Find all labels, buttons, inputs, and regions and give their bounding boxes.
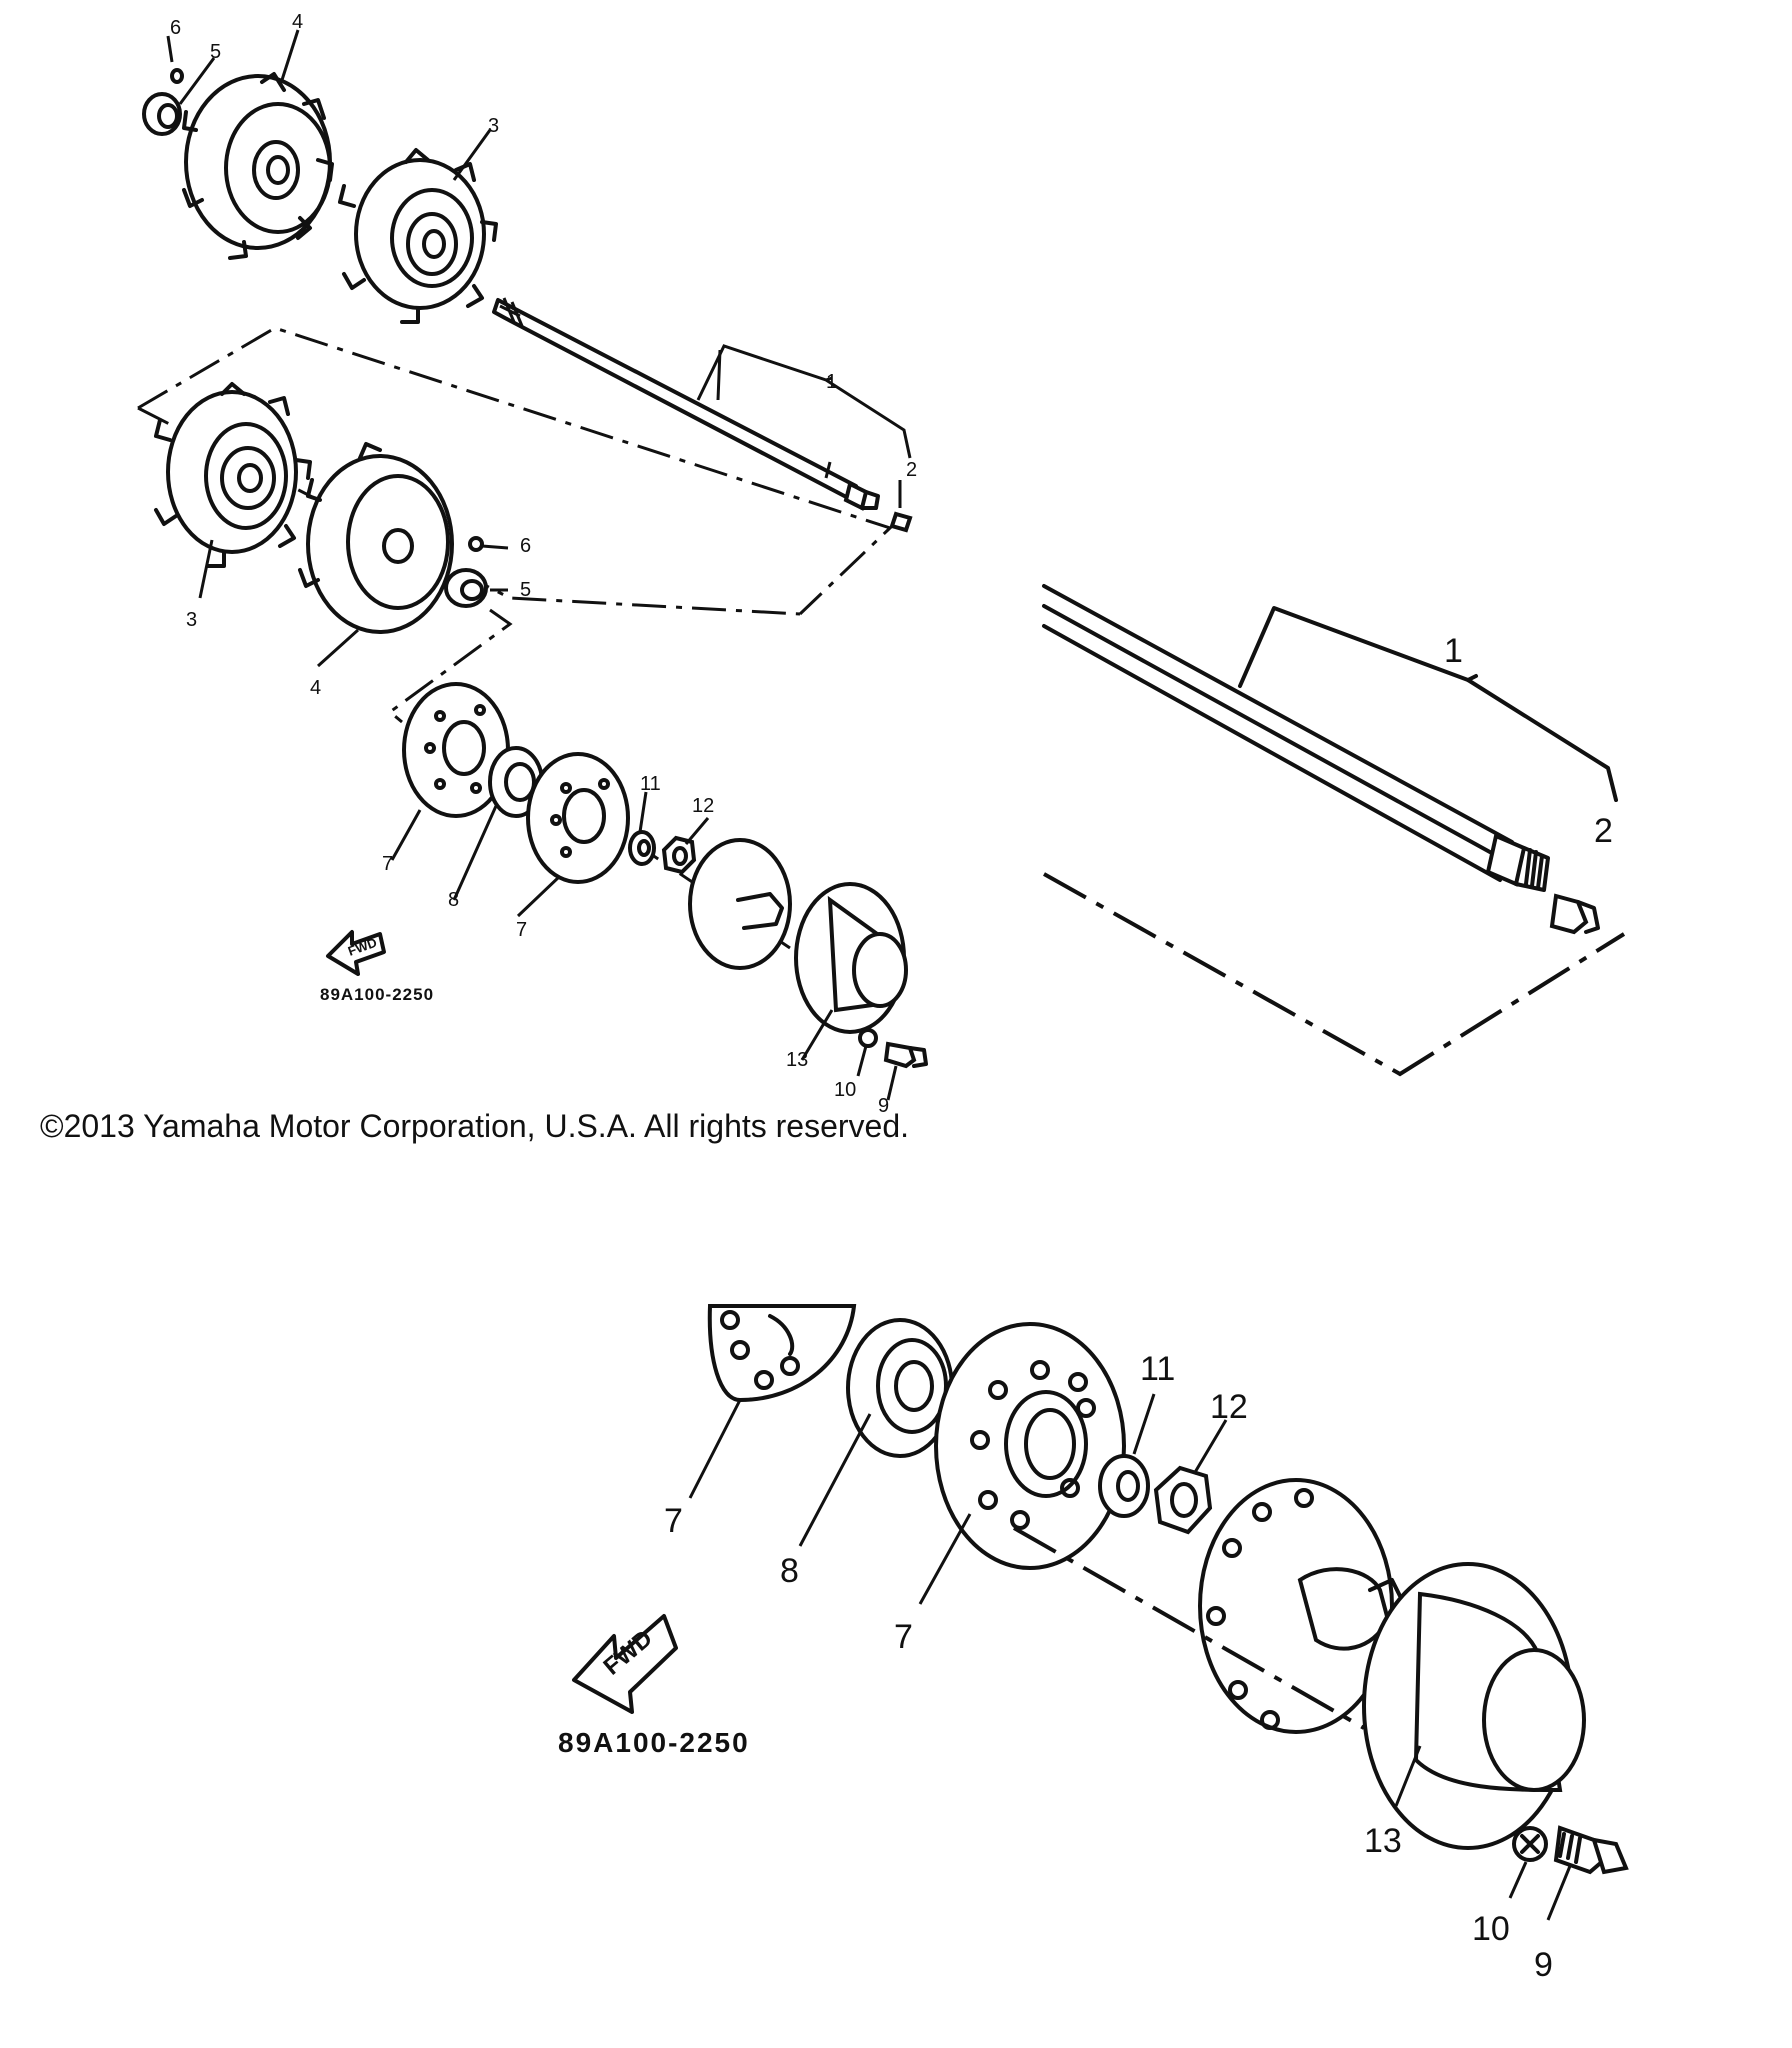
shaft-detail-inset: 1 2 bbox=[1042, 584, 1626, 1077]
hub-detail-inset: FWD 89A100-2250 7 8 7 11 12 13 10 9 bbox=[558, 1304, 1629, 1984]
washer-part-11 bbox=[628, 830, 656, 866]
inset-bolt-part-2 bbox=[1549, 893, 1589, 935]
inset-callout-7-b: 7 bbox=[894, 1618, 913, 1656]
collar-lower-part-5 bbox=[444, 568, 488, 608]
inset-nut-part-12 bbox=[1153, 1465, 1213, 1535]
inset-flange-part-7-a bbox=[707, 1304, 857, 1403]
set-screw-upper-part-6 bbox=[170, 68, 184, 84]
hub-plate bbox=[688, 838, 792, 970]
hub-cover-part-13 bbox=[794, 882, 908, 1034]
shaft-bracket-1 bbox=[696, 344, 912, 459]
callout-9: 9 bbox=[878, 1095, 889, 1117]
inset-callout-11: 11 bbox=[1140, 1350, 1175, 1388]
callout-3-lower: 3 bbox=[186, 609, 197, 631]
inset-dash-bracket bbox=[1043, 872, 1626, 1077]
bearing-flange-part-7-a bbox=[402, 682, 510, 818]
inset-callout-7-a: 7 bbox=[664, 1502, 683, 1540]
nut-part-12 bbox=[661, 835, 697, 875]
callout-12: 12 bbox=[692, 795, 714, 817]
callout-2-main: 2 bbox=[906, 459, 917, 481]
diagram-code: 89A100-2250 bbox=[320, 985, 434, 1004]
inset-callout-8: 8 bbox=[780, 1552, 799, 1590]
sprocket-wheel-upper-part-4 bbox=[182, 72, 334, 260]
callout-4-lower: 4 bbox=[310, 677, 321, 699]
bolt-part-9 bbox=[883, 1041, 928, 1069]
inset-bearing-part-8 bbox=[846, 1318, 954, 1458]
drive-shaft-part-1 bbox=[492, 297, 913, 533]
inset-hub-plate bbox=[1198, 1478, 1402, 1734]
shaft-bolt-part-2 bbox=[889, 511, 913, 533]
callout-4-top: 4 bbox=[292, 11, 303, 33]
inset-callout-10: 10 bbox=[1472, 1910, 1510, 1948]
collar-upper-part-5 bbox=[142, 92, 182, 136]
callout-13: 13 bbox=[786, 1049, 808, 1071]
callout-5-lower: 5 bbox=[520, 579, 531, 601]
inset-callout-1: 1 bbox=[1444, 632, 1463, 670]
inset-washer-part-11 bbox=[1098, 1454, 1150, 1518]
lock-washer-part-10 bbox=[858, 1028, 878, 1048]
inset-callout-9: 9 bbox=[1534, 1946, 1553, 1984]
callout-7-a: 7 bbox=[382, 853, 393, 875]
sprocket-lower-part-3 bbox=[154, 382, 312, 568]
callout-10: 10 bbox=[834, 1079, 856, 1101]
inset-flange-part-7-b bbox=[934, 1322, 1126, 1570]
callout-5-top: 5 bbox=[210, 41, 221, 63]
inset-callout-13: 13 bbox=[1364, 1822, 1402, 1860]
sprocket-upper-part-3 bbox=[338, 148, 498, 324]
bearing-flange-part-7-b bbox=[526, 752, 630, 884]
main-exploded-view: FWD 89A100-2250 6 5 4 3 1 2 6 5 3 4 7 8 … bbox=[137, 11, 928, 1117]
callout-6-top: 6 bbox=[170, 17, 181, 39]
callout-8: 8 bbox=[448, 889, 459, 911]
callout-6-lower: 6 bbox=[520, 535, 531, 557]
bearing-group-bracket bbox=[387, 608, 791, 950]
callout-7-b: 7 bbox=[516, 919, 527, 941]
inset-bracket-1 bbox=[1238, 606, 1618, 802]
inset-callout-2: 2 bbox=[1594, 812, 1613, 850]
callout-11: 11 bbox=[640, 773, 661, 795]
callout-3-top: 3 bbox=[488, 115, 499, 137]
inset-diagram-code: 89A100-2250 bbox=[558, 1727, 750, 1758]
callout-1-main: 1 bbox=[826, 371, 837, 393]
set-screw-lower-part-6 bbox=[468, 536, 484, 552]
inset-center-line bbox=[1013, 1526, 1365, 1730]
inset-fwd-arrow-icon: FWD bbox=[572, 1614, 678, 1714]
inset-callout-12: 12 bbox=[1210, 1388, 1248, 1426]
copyright-notice: ©2013 Yamaha Motor Corporation, U.S.A. A… bbox=[40, 1108, 910, 1144]
inset-lock-washer-part-10 bbox=[1512, 1826, 1548, 1862]
idler-wheel-lower-part-4 bbox=[298, 442, 454, 634]
inset-hub-cover-part-13 bbox=[1362, 1562, 1586, 1850]
inset-bolt-part-9 bbox=[1553, 1825, 1629, 1875]
fwd-arrow-icon: FWD bbox=[326, 930, 386, 976]
